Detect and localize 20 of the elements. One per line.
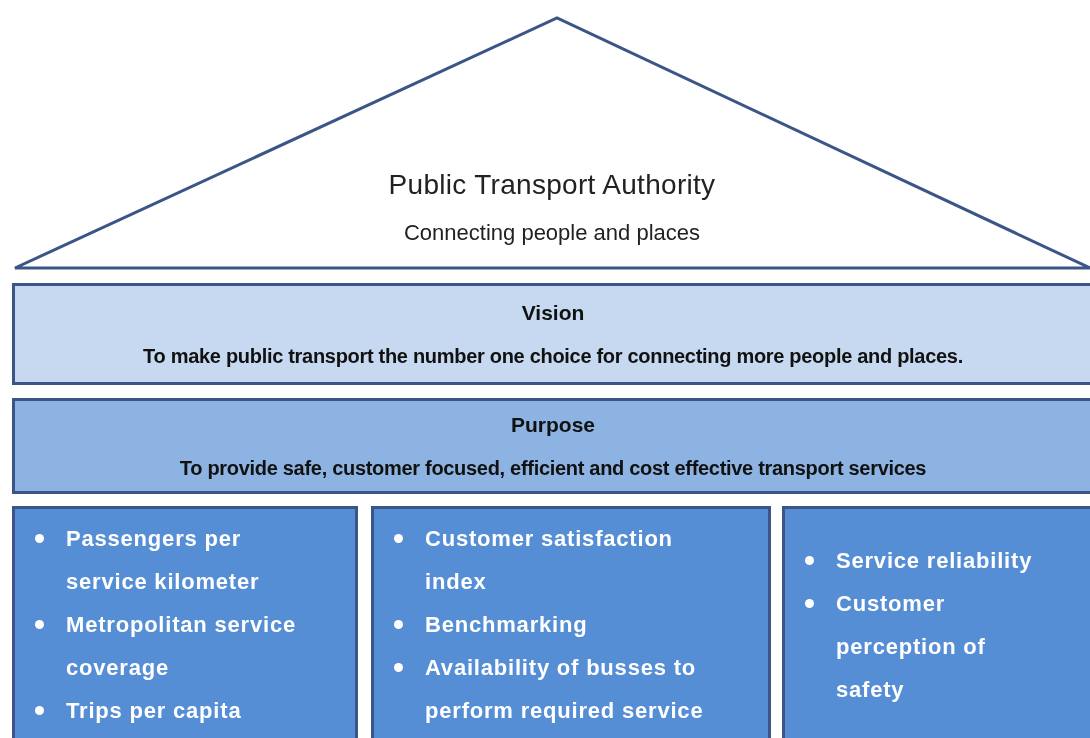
list-item-text: Service reliability bbox=[836, 547, 1033, 575]
band-text: To make public transport the number one choice for connecting more people and places. bbox=[143, 343, 963, 369]
band-heading: Vision bbox=[521, 300, 585, 327]
metric-column bbox=[371, 506, 771, 738]
title-text: Public Transport Authority bbox=[388, 168, 716, 202]
list-item-text: Passengers per service kilometer bbox=[66, 525, 261, 596]
list-item-text: Customer perception of safety bbox=[836, 590, 987, 704]
statement-band bbox=[12, 398, 1090, 494]
statement-band bbox=[12, 283, 1090, 385]
band-text: To provide safe, customer focused, efficient and cost effective transport services bbox=[179, 455, 927, 481]
band-heading: Purpose bbox=[511, 412, 595, 439]
list-item-text: Metropolitan service coverage bbox=[66, 611, 297, 682]
subtitle-text: Connecting people and places bbox=[404, 219, 700, 247]
metric-column bbox=[782, 506, 1090, 738]
list-item-text: Availability of busses to perform required service bbox=[425, 654, 705, 725]
list-item-text: Benchmarking bbox=[425, 611, 588, 639]
metric-column bbox=[12, 506, 358, 738]
list-item-text: Trips per capita bbox=[66, 697, 242, 725]
roof-triangle bbox=[12, 14, 1090, 272]
list-item-text: Customer satisfaction index bbox=[425, 525, 674, 596]
